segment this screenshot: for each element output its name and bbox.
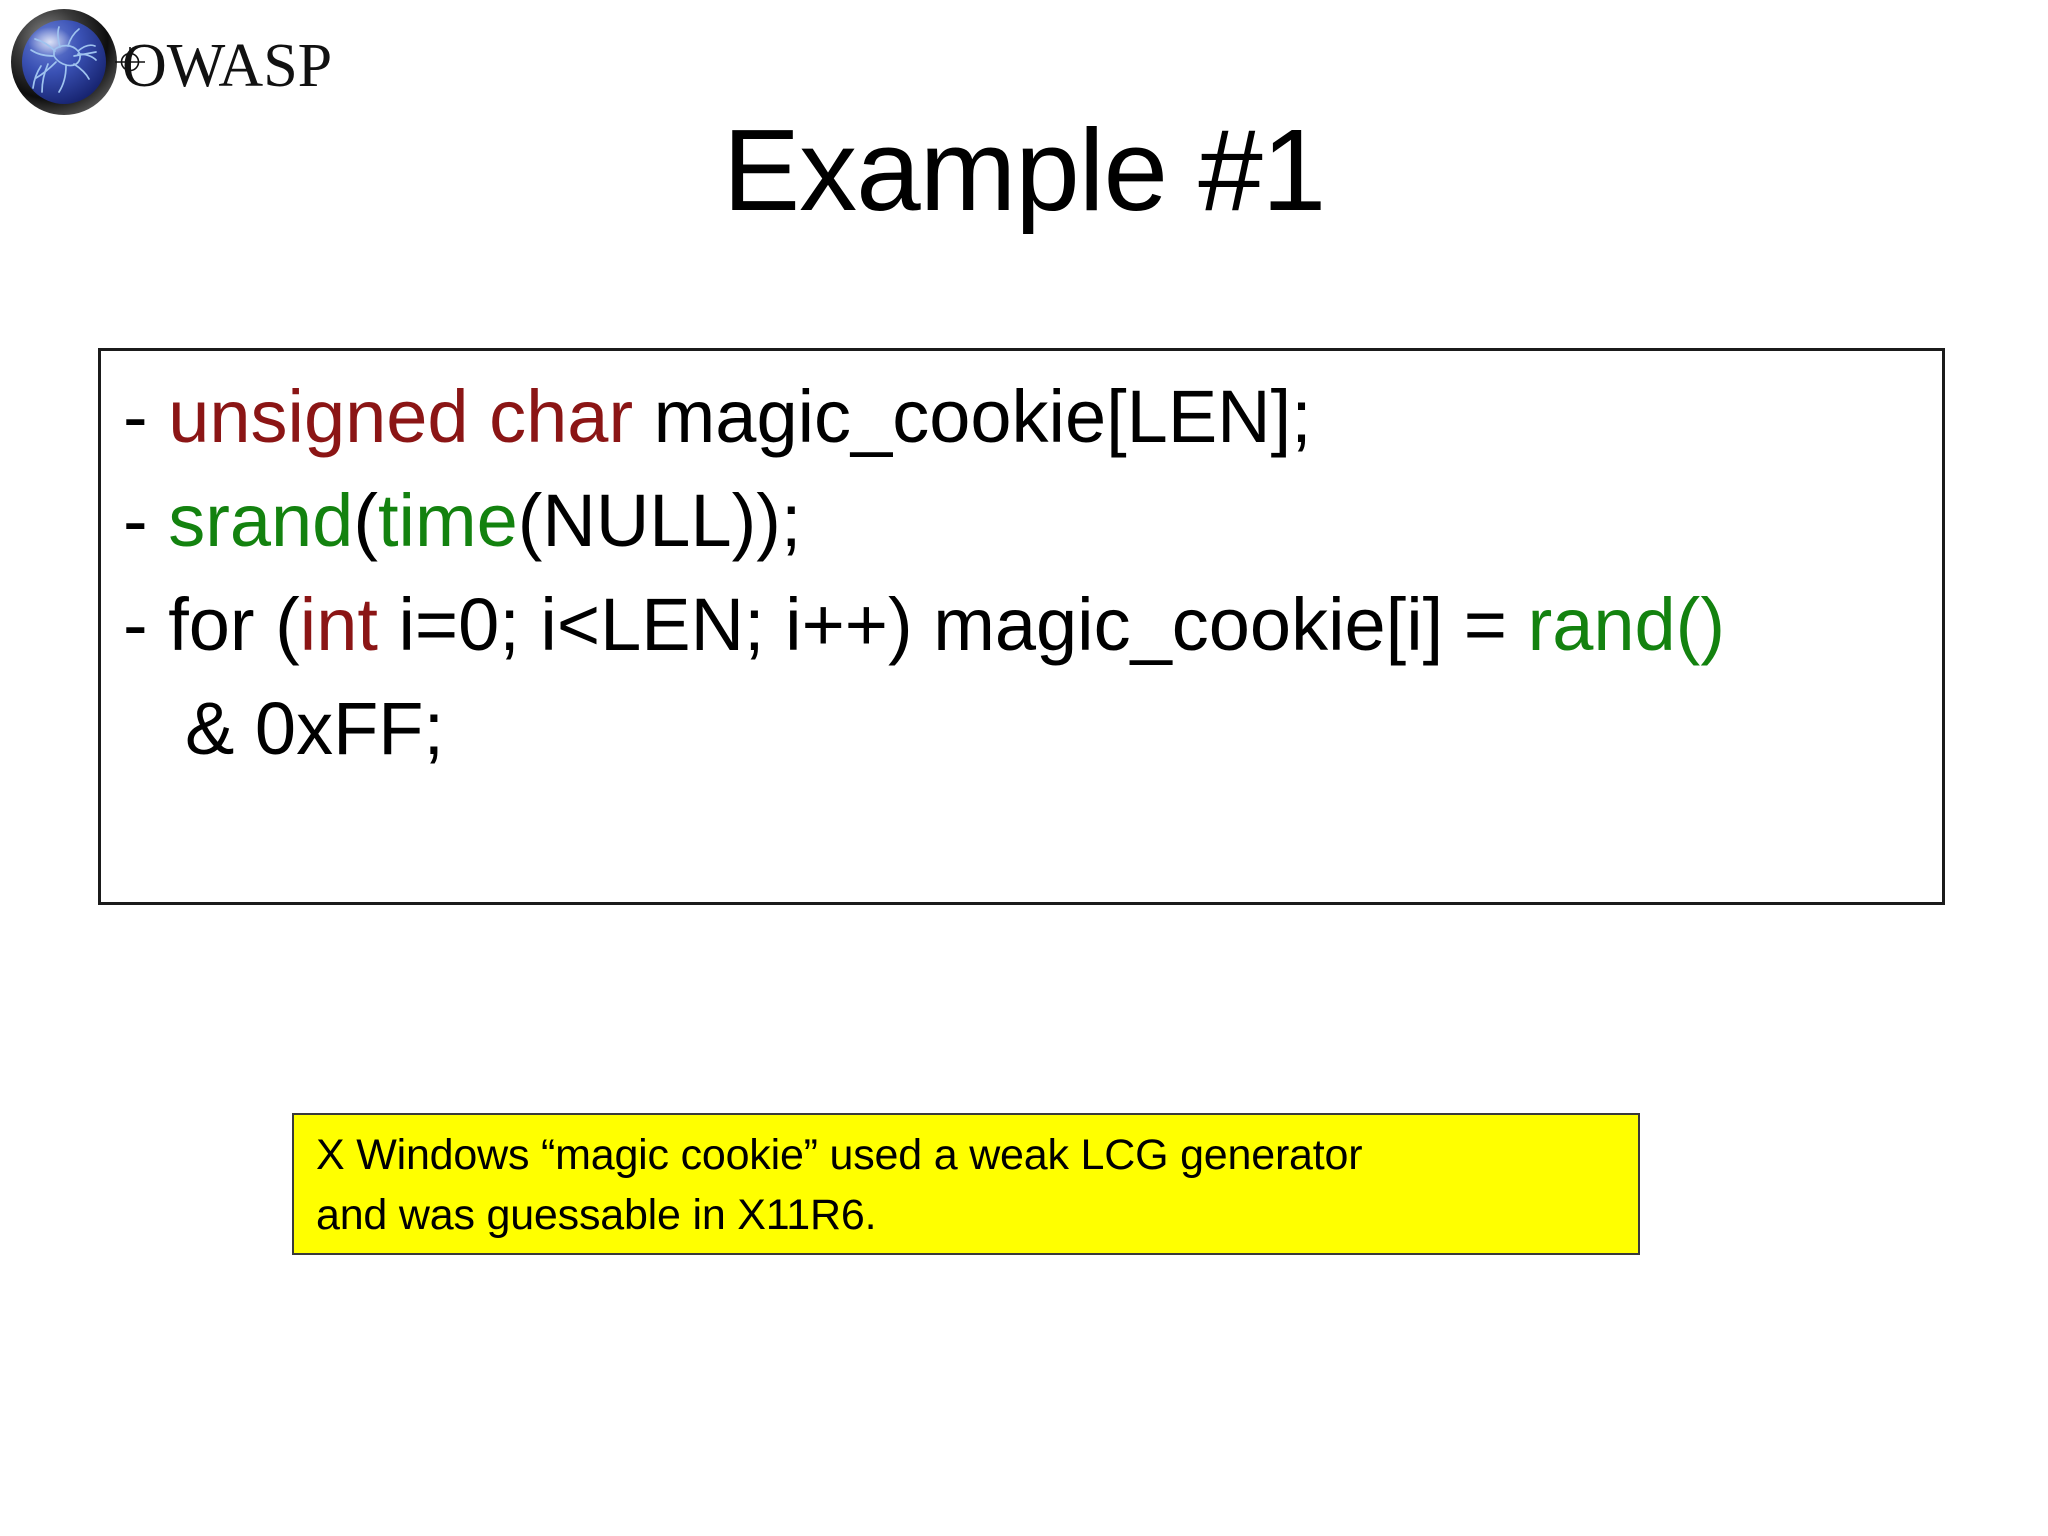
code-token: - bbox=[123, 375, 169, 458]
code-token-function: time bbox=[377, 479, 518, 562]
code-line-3: - for (int i=0; i<LEN; i++) magic_cookie… bbox=[123, 573, 1934, 677]
owasp-logo: OWASP bbox=[8, 6, 363, 118]
code-token: - for ( bbox=[123, 583, 300, 666]
callout-line: and was guessable in X11R6. bbox=[316, 1191, 877, 1239]
code-token: ( bbox=[353, 479, 378, 562]
code-token-keyword: unsigned char bbox=[168, 375, 634, 458]
code-token: magic_cookie[LEN]; bbox=[633, 375, 1312, 458]
code-token: i=0; i<LEN; i++) magic_cookie[i] = bbox=[377, 583, 1528, 666]
logo-spider-icon bbox=[30, 26, 97, 93]
code-line-2: - srand(time(NULL)); bbox=[123, 469, 1934, 573]
code-token: (NULL)); bbox=[517, 479, 802, 562]
code-token: - bbox=[123, 479, 169, 562]
code-token-function: srand bbox=[168, 479, 354, 562]
page-title: Example #1 bbox=[722, 105, 1327, 235]
code-line-3-continued: & 0xFF; bbox=[123, 677, 1934, 781]
code-example-box: - unsigned char magic_cookie[LEN]; - sra… bbox=[98, 348, 1945, 905]
logo-highlight bbox=[28, 27, 72, 57]
logo-wordmark: OWASP bbox=[122, 32, 332, 100]
logo-crosshair-icon bbox=[115, 47, 145, 77]
code-line-1: - unsigned char magic_cookie[LEN]; bbox=[123, 365, 1934, 469]
code-token-keyword: int bbox=[299, 583, 378, 666]
callout-line: X Windows “magic cookie” used a weak LCG… bbox=[316, 1131, 1363, 1179]
callout-box: X Windows “magic cookie” used a weak LCG… bbox=[292, 1113, 1640, 1255]
callout-text: X Windows “magic cookie” used a weak LCG… bbox=[316, 1125, 1628, 1245]
code-lines: - unsigned char magic_cookie[LEN]; - sra… bbox=[123, 365, 1934, 781]
code-token-function: rand() bbox=[1527, 583, 1725, 666]
code-token: & 0xFF; bbox=[185, 687, 445, 770]
